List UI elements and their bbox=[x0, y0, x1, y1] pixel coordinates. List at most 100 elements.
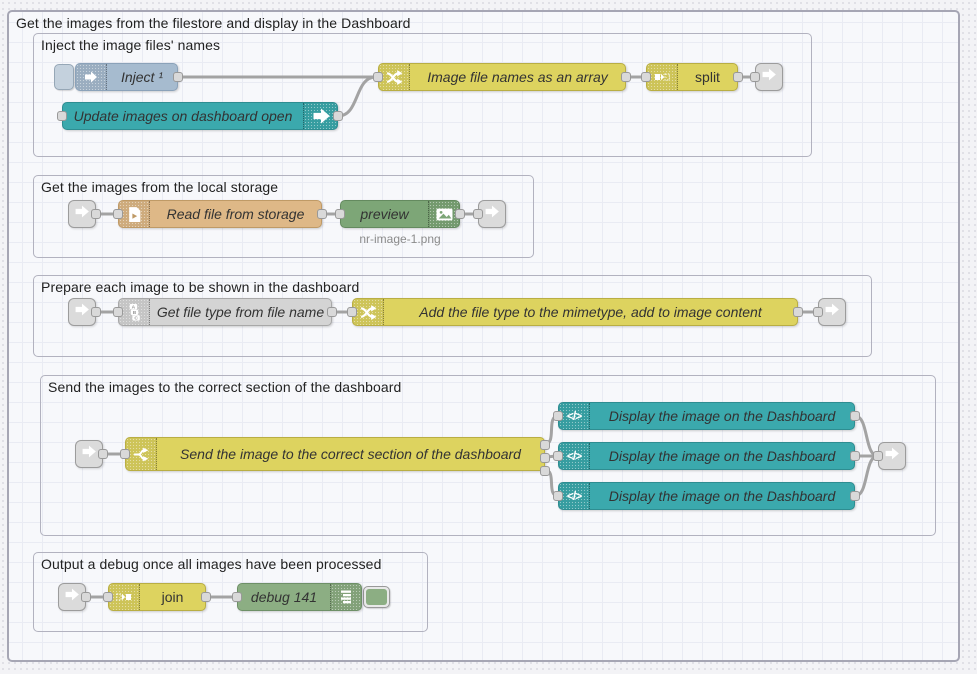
node-label: Add the file type to the mimetype, add t… bbox=[419, 304, 762, 320]
change-node-mimetype[interactable]: Add the file type to the mimetype, add t… bbox=[347, 298, 803, 326]
inject-node[interactable]: Inject ¹ bbox=[75, 63, 183, 91]
split-icon bbox=[647, 64, 678, 90]
code-glyph: </> bbox=[566, 449, 582, 463]
link-out-node[interactable] bbox=[473, 200, 506, 228]
link-in-icon bbox=[74, 203, 91, 225]
group-label: Output a debug once all images have been… bbox=[41, 556, 382, 572]
output-port[interactable] bbox=[317, 209, 327, 219]
inject-trigger-button[interactable] bbox=[54, 64, 74, 90]
output-port[interactable] bbox=[333, 111, 343, 121]
group-inject-names[interactable]: Inject the image files' names bbox=[33, 33, 812, 157]
switch-node-send-image[interactable]: Send the image to the correct section of… bbox=[120, 437, 550, 476]
debug-node[interactable]: debug 141 bbox=[232, 583, 362, 611]
shuffle-icon bbox=[353, 299, 384, 325]
group-debug-output[interactable]: Output a debug once all images have been… bbox=[33, 552, 428, 632]
link-in-node[interactable] bbox=[58, 583, 91, 611]
output-port[interactable] bbox=[621, 72, 631, 82]
template-node-display-3[interactable]: </> Display the image on the Dashboard bbox=[553, 482, 860, 510]
output-port[interactable] bbox=[793, 307, 803, 317]
output-port-2[interactable] bbox=[540, 453, 550, 463]
code-icon: </> bbox=[559, 403, 590, 429]
join-node[interactable]: join bbox=[103, 583, 211, 611]
change-node-filenames[interactable]: Image file names as an array bbox=[373, 63, 631, 91]
code-glyph: </> bbox=[566, 409, 582, 423]
input-port[interactable] bbox=[113, 209, 123, 219]
code-icon: </> bbox=[559, 483, 590, 509]
template-node-display-2[interactable]: </> Display the image on the Dashboard bbox=[553, 442, 860, 470]
output-port[interactable] bbox=[850, 411, 860, 421]
link-in-node[interactable] bbox=[75, 440, 108, 468]
node-label: split bbox=[695, 69, 720, 85]
node-label: Get file type from file name bbox=[156, 304, 325, 320]
update-images-node[interactable]: Update images on dashboard open bbox=[57, 102, 343, 130]
input-port[interactable] bbox=[57, 111, 67, 121]
input-port[interactable] bbox=[641, 72, 651, 82]
input-port[interactable] bbox=[120, 449, 130, 459]
debug-list-icon bbox=[330, 584, 361, 610]
input-port[interactable] bbox=[103, 592, 113, 602]
debug-toggle-state bbox=[366, 589, 387, 605]
group-label: Get the images from the filestore and di… bbox=[16, 15, 411, 31]
output-port-1[interactable] bbox=[540, 440, 550, 450]
node-label: Image file names as an array bbox=[427, 69, 608, 85]
node-label: join bbox=[161, 589, 184, 605]
link-in-node[interactable] bbox=[68, 298, 101, 326]
template-node-display-1[interactable]: </> Display the image on the Dashboard bbox=[553, 402, 860, 430]
node-label: preview bbox=[360, 206, 409, 222]
link-in-node[interactable] bbox=[68, 200, 101, 228]
output-port[interactable] bbox=[91, 209, 101, 219]
output-port[interactable] bbox=[91, 307, 101, 317]
read-file-node[interactable]: Read file from storage bbox=[113, 200, 327, 228]
input-port[interactable] bbox=[813, 307, 823, 317]
link-out-icon bbox=[884, 445, 901, 467]
node-label: Display the image on the Dashboard bbox=[608, 448, 836, 464]
link-out-icon bbox=[484, 203, 501, 225]
group-prepare-image[interactable]: Prepare each image to be shown in the da… bbox=[33, 275, 872, 357]
input-port[interactable] bbox=[335, 209, 345, 219]
image-icon bbox=[428, 201, 459, 227]
input-port[interactable] bbox=[373, 72, 383, 82]
output-port[interactable] bbox=[327, 307, 337, 317]
output-port[interactable] bbox=[850, 491, 860, 501]
node-label: Send the image to the correct section of… bbox=[180, 446, 521, 462]
link-out-node[interactable] bbox=[750, 63, 783, 91]
code-icon: </> bbox=[559, 443, 590, 469]
input-port[interactable] bbox=[750, 72, 760, 82]
group-send-dashboard[interactable]: Send the images to the correct section o… bbox=[40, 375, 936, 536]
group-label: Prepare each image to be shown in the da… bbox=[41, 279, 360, 295]
input-port[interactable] bbox=[553, 411, 563, 421]
get-filetype-node[interactable]: A B C Get file type from file name bbox=[113, 298, 337, 326]
output-port[interactable] bbox=[733, 72, 743, 82]
input-port[interactable] bbox=[347, 307, 357, 317]
abc-letter: B bbox=[132, 309, 136, 315]
output-port[interactable] bbox=[201, 592, 211, 602]
arrow-right-icon bbox=[76, 64, 107, 90]
link-in-icon bbox=[74, 301, 91, 323]
node-label: Inject ¹ bbox=[120, 69, 163, 85]
group-local-storage[interactable]: Get the images from the local storage bbox=[33, 175, 534, 258]
shuffle-icon bbox=[379, 64, 410, 90]
output-port[interactable] bbox=[98, 449, 108, 459]
input-port[interactable] bbox=[113, 307, 123, 317]
file-in-icon bbox=[119, 201, 150, 227]
node-label: Read file from storage bbox=[166, 206, 305, 222]
link-out-node[interactable] bbox=[813, 298, 846, 326]
group-label: Get the images from the local storage bbox=[41, 179, 279, 195]
output-port[interactable] bbox=[850, 451, 860, 461]
link-out-node[interactable] bbox=[873, 442, 906, 470]
input-port[interactable] bbox=[873, 451, 883, 461]
output-port-3[interactable] bbox=[540, 466, 550, 476]
output-port[interactable] bbox=[455, 209, 465, 219]
node-label: Update images on dashboard open bbox=[73, 108, 293, 124]
preview-node[interactable]: preview bbox=[335, 200, 465, 228]
node-label: Display the image on the Dashboard bbox=[608, 488, 836, 504]
input-port[interactable] bbox=[232, 592, 242, 602]
input-port[interactable] bbox=[553, 491, 563, 501]
debug-toggle-button[interactable] bbox=[363, 586, 390, 608]
output-port[interactable] bbox=[81, 592, 91, 602]
input-port[interactable] bbox=[553, 451, 563, 461]
input-port[interactable] bbox=[473, 209, 483, 219]
split-node[interactable]: split bbox=[641, 63, 743, 91]
output-port[interactable] bbox=[173, 72, 183, 82]
